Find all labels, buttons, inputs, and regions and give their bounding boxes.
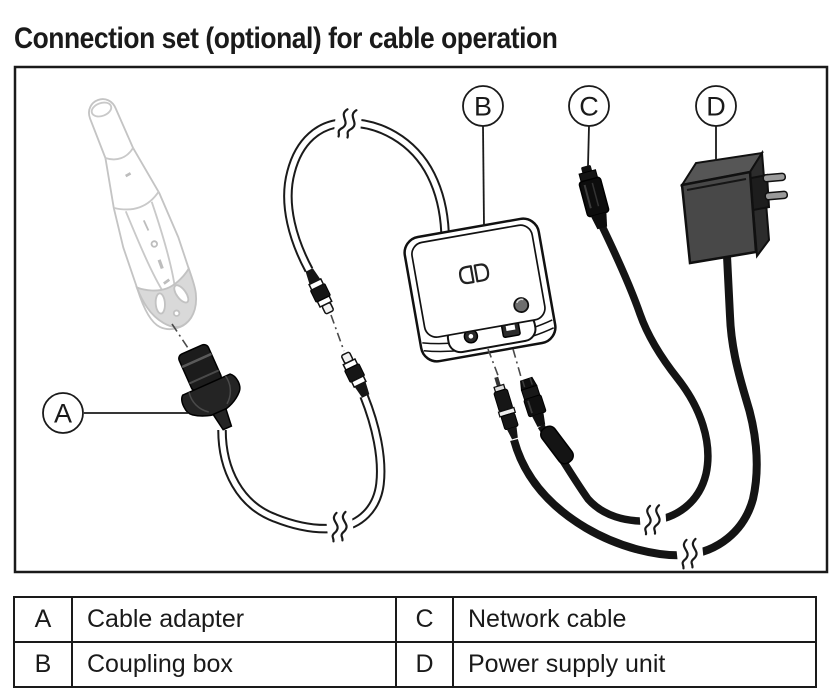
callout-b: B [462, 85, 504, 227]
legend-label-a: Cable adapter [71, 596, 397, 643]
cable-adapter [178, 343, 241, 431]
callout-d-label: D [706, 92, 726, 122]
callout-b-circle [462, 85, 504, 127]
scanner-ghost [88, 98, 198, 331]
legend-row: B Coupling box D Power supply unit [13, 641, 817, 688]
scanner-to-adapter-dashed-line [171, 323, 197, 361]
network-plug [520, 376, 547, 428]
page-title: Connection set (optional) for cable oper… [14, 22, 558, 56]
legend-label-c: Network cable [452, 596, 817, 643]
legend-label-d: Power supply unit [452, 641, 817, 688]
legend-label-b: Coupling box [71, 641, 397, 688]
legend-key-c: C [395, 596, 454, 643]
callout-b-leader [482, 125, 485, 227]
callout-c-label: C [579, 92, 599, 122]
dc-plug [493, 376, 519, 440]
network-cable-connector [578, 165, 610, 230]
power-supply-unit [679, 149, 789, 265]
callout-a-circle [42, 392, 84, 434]
coupling-box-logo [458, 263, 490, 285]
legend-key-d: D [395, 641, 454, 688]
coupling-box [403, 217, 557, 363]
scanner-cable [217, 394, 386, 543]
callout-d-circle [695, 85, 737, 127]
legend-table: A Cable adapter C Network cable B Coupli… [13, 596, 817, 688]
callout-c-leader [587, 125, 590, 167]
diagram: A B C D [13, 65, 829, 574]
callout-a-label: A [54, 399, 72, 429]
legend-key-b: B [13, 641, 73, 688]
port-dashed-lines [487, 348, 522, 379]
network-cable [537, 224, 712, 536]
legend-row: A Cable adapter C Network cable [13, 596, 817, 643]
callout-a: A [42, 392, 188, 434]
ferrite-bead [540, 425, 574, 465]
callout-b-label: B [474, 92, 492, 122]
legend-key-a: A [13, 596, 73, 643]
callout-c: C [568, 85, 610, 167]
inline-connector-dashed-line [330, 314, 345, 352]
callout-d: D [695, 85, 737, 161]
callout-c-circle [568, 85, 610, 127]
power-cable [510, 255, 761, 570]
coupling-box-cable [283, 107, 451, 273]
